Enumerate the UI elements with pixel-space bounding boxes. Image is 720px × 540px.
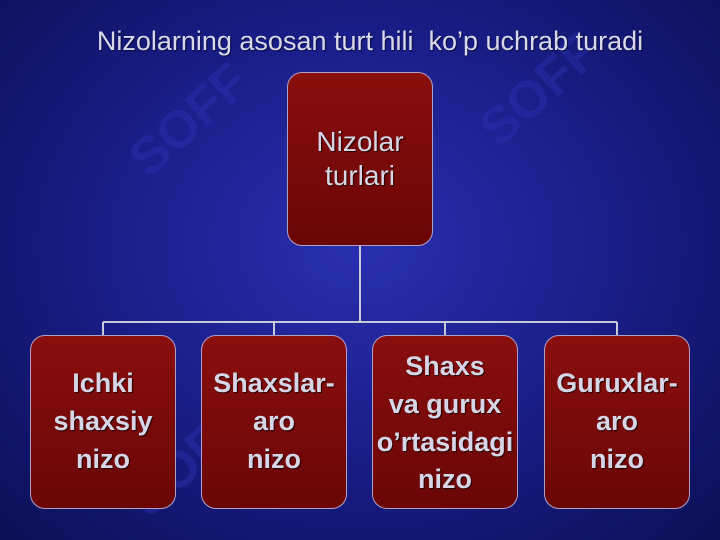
root-node-label: Nizolar turlari	[316, 126, 404, 191]
child-node-1: Ichki shaxsiy nizo	[30, 335, 176, 509]
slide-title: Nizolarning asosan turt hili ko’p uchrab…	[96, 26, 644, 56]
child-node-2: Shaxslar- aro nizo	[201, 335, 347, 509]
child-node-4: Guruxlar- aro nizo	[544, 335, 690, 509]
child-node-label: Shaxs va gurux o’rtasidagi nizo	[376, 351, 514, 495]
child-node-3: Shaxs va gurux o’rtasidagi nizo	[372, 335, 518, 509]
root-node: Nizolar turlari	[287, 72, 433, 246]
child-node-label: Guruxlar- aro nizo	[556, 368, 678, 474]
child-node-label: Ichki shaxsiy nizo	[53, 368, 153, 474]
child-node-label: Shaxslar- aro nizo	[213, 368, 335, 474]
